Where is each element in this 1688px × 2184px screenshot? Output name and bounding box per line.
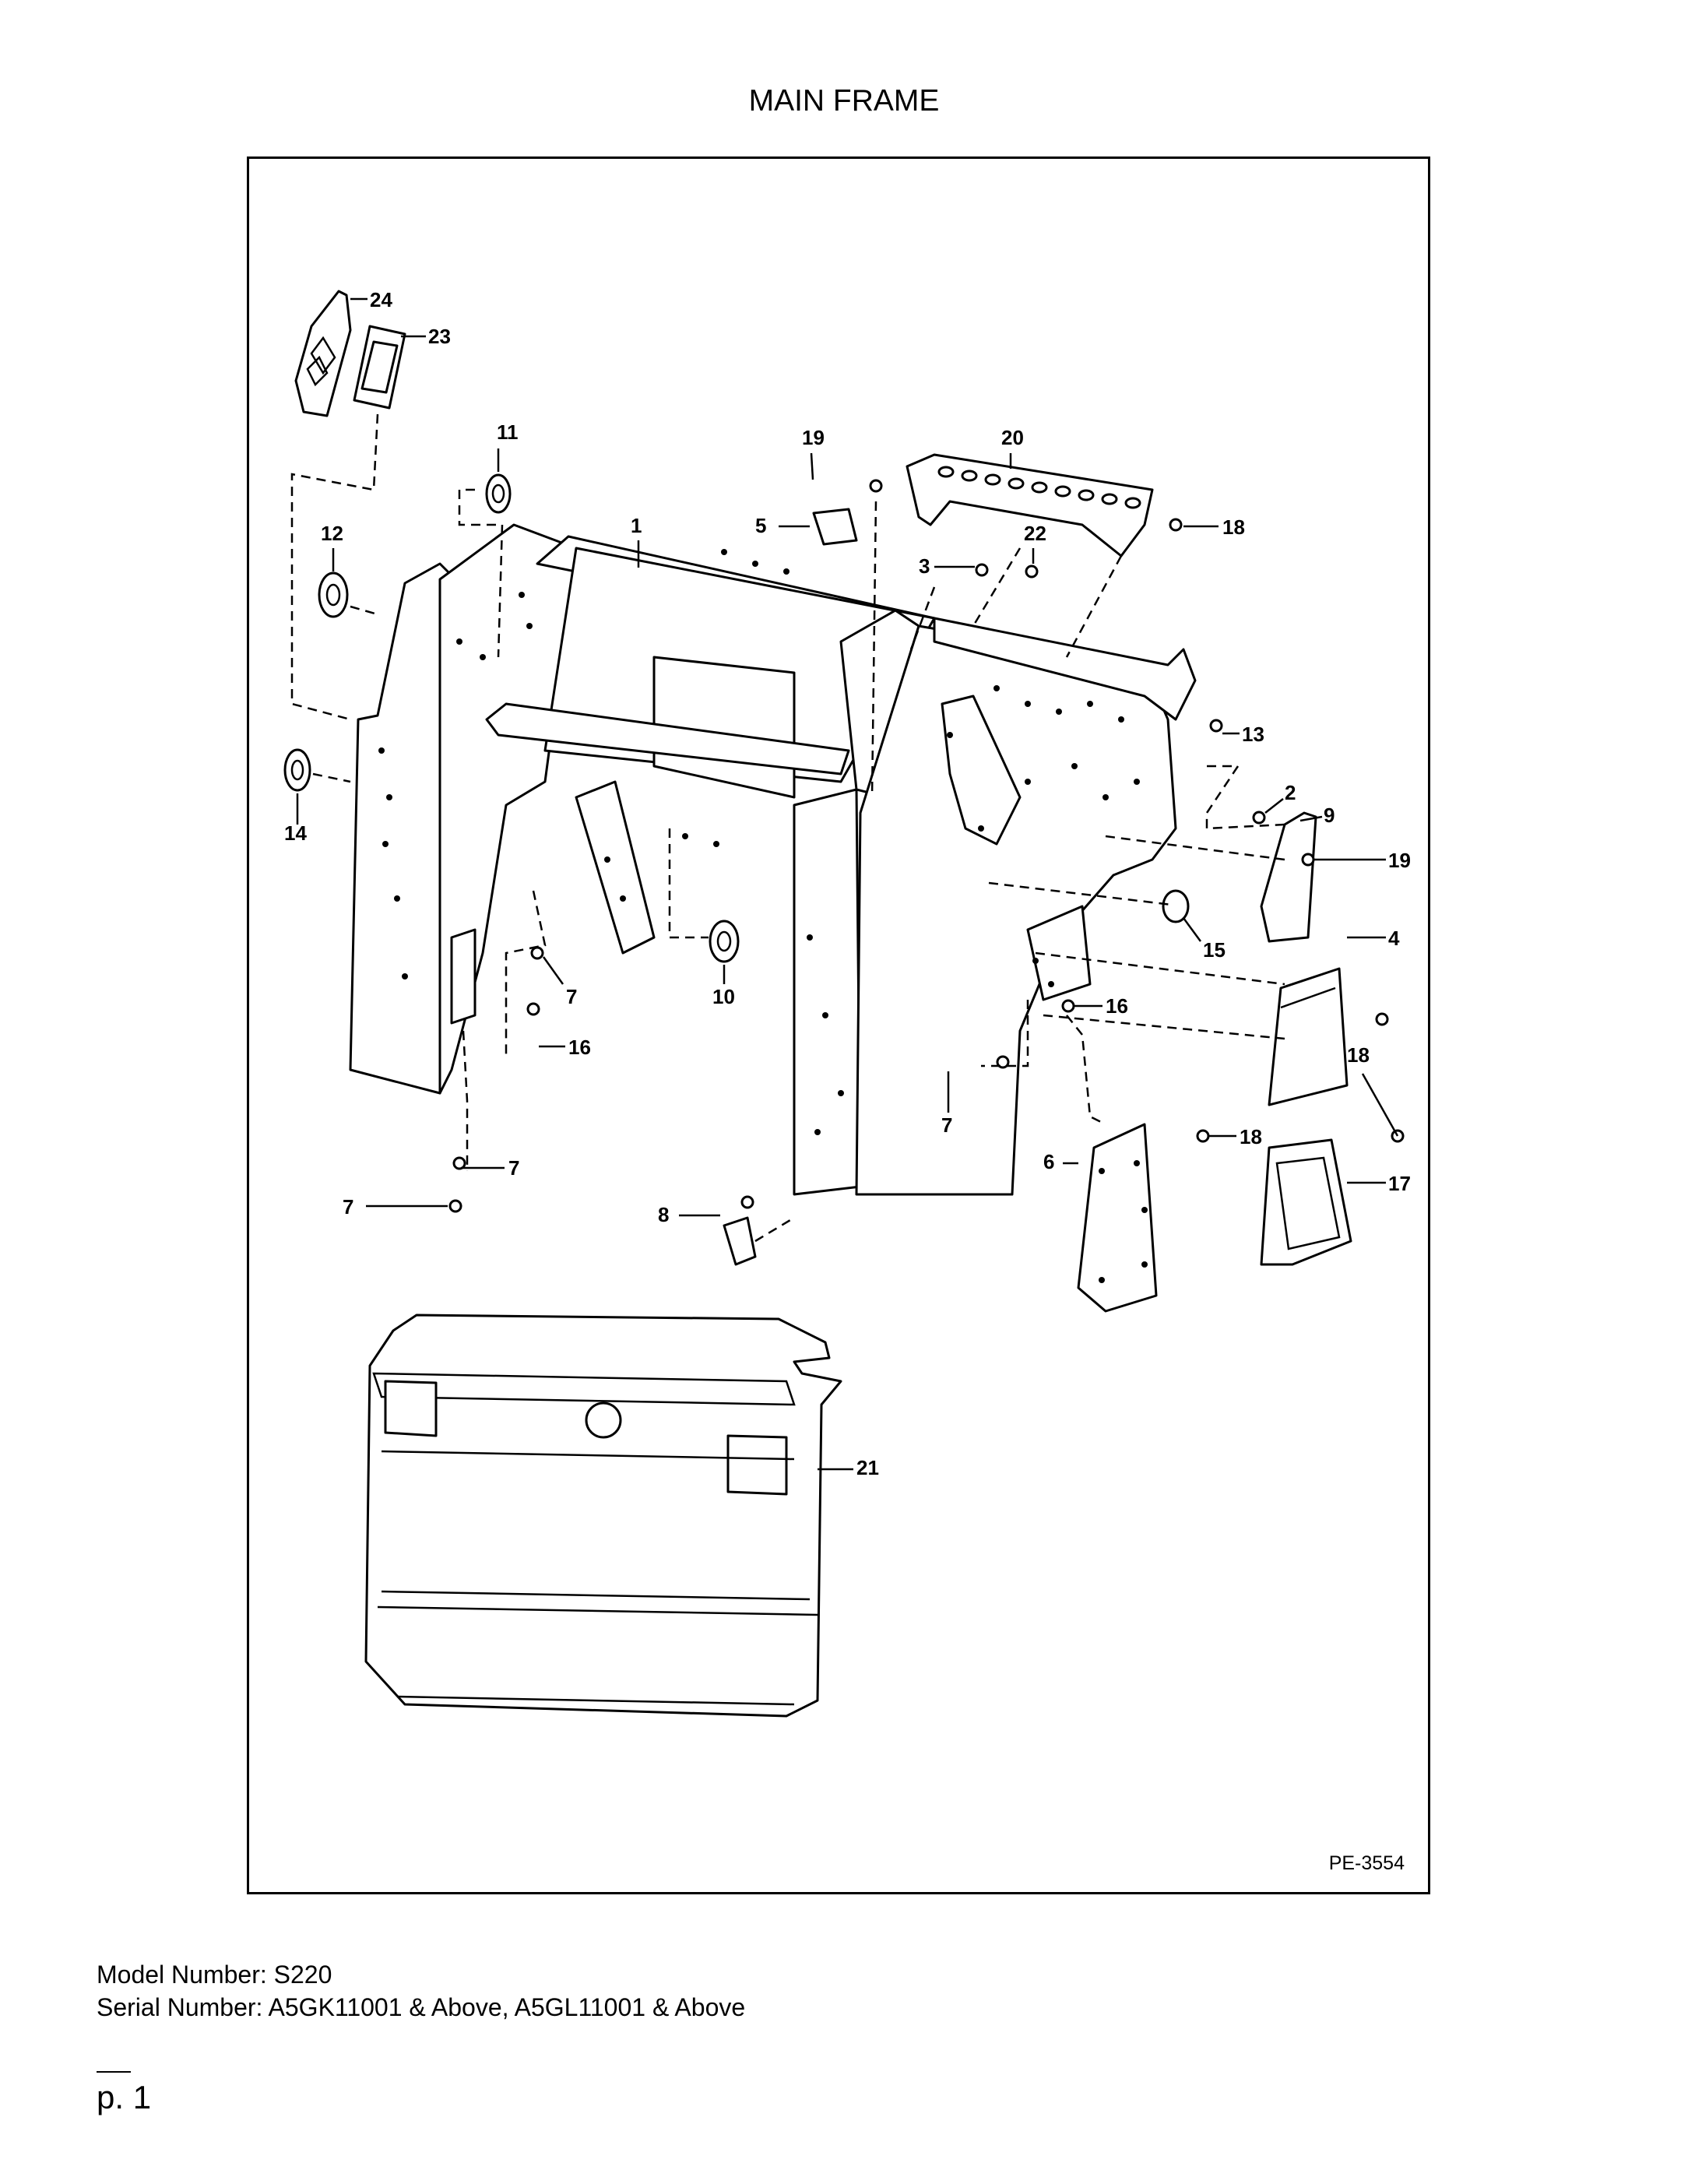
serial-number: Serial Number: A5GK11001 & Above, A5GL11… [97, 1993, 746, 2021]
callout-leader [810, 452, 814, 480]
part-12-bushing [318, 571, 349, 618]
drawing-code: PE-3554 [1328, 1852, 1405, 1874]
callout-label: 1 [631, 514, 642, 537]
part-6-cover [1077, 1123, 1158, 1313]
page-divider [97, 2071, 131, 2073]
callout-label: 13 [1242, 723, 1264, 746]
part-20-bracket [906, 453, 1154, 557]
callout-label: 5 [755, 514, 766, 537]
callout-label: 9 [1324, 804, 1335, 827]
callout-label: 20 [1001, 426, 1024, 449]
page-number: p. 1 [97, 2079, 152, 2115]
callout-label: 23 [428, 325, 451, 348]
part-8-clip [723, 1216, 757, 1266]
callout-label: 16 [568, 1036, 591, 1059]
part-4-cover [1268, 967, 1349, 1106]
model-number: Model Number: S220 [97, 1961, 332, 1989]
callout-label: 7 [566, 985, 577, 1008]
callout-label: 8 [658, 1203, 669, 1226]
callout-label: 15 [1203, 938, 1226, 962]
part-11-bushing [485, 473, 512, 514]
callout-label: 7 [508, 1156, 519, 1180]
callout-leader [1264, 798, 1284, 814]
callout-label: 7 [343, 1195, 353, 1219]
callout-label: 12 [321, 522, 343, 545]
fastener-markers [448, 479, 1405, 1213]
callout-label: 6 [1043, 1150, 1054, 1173]
callout-label: 18 [1222, 515, 1245, 539]
callout-label: 2 [1285, 781, 1296, 804]
callout-label: 24 [370, 288, 392, 311]
callout-label: 19 [1388, 849, 1411, 872]
part-14-bushing [283, 748, 311, 792]
part-1-main-frame [349, 523, 1197, 1196]
callout-leader [1182, 917, 1202, 942]
part-17-cover [1260, 1138, 1352, 1266]
part-10-bushing [709, 920, 740, 963]
part-23-gasket [353, 325, 406, 410]
callout-label: 11 [497, 420, 519, 444]
main-frame-exploded-diagram: 2423111920121518223132914194157101616187… [283, 288, 1411, 1718]
callout-label: 4 [1388, 927, 1400, 950]
callout-label: 22 [1024, 522, 1046, 545]
callout-label: 10 [712, 985, 735, 1008]
callout-leader [1361, 1073, 1399, 1137]
page-title: MAIN FRAME [748, 84, 940, 118]
callout-label: 19 [802, 426, 825, 449]
part-21-panel [364, 1314, 842, 1718]
callout-label: 7 [941, 1113, 952, 1137]
callout-label: 21 [856, 1456, 879, 1479]
callout-label: 18 [1240, 1125, 1262, 1148]
callout-label: 3 [919, 554, 930, 578]
callout-leader [542, 956, 564, 985]
callout-label: 16 [1106, 994, 1128, 1018]
callout-label: 14 [284, 821, 307, 845]
callout-leader [1299, 815, 1323, 822]
part-5-block [812, 508, 858, 546]
part-24-plate [294, 290, 352, 417]
explosion-lines [290, 413, 1285, 1243]
callout-label: 18 [1347, 1043, 1370, 1067]
part-15-bushing [1162, 889, 1190, 923]
callout-label: 17 [1388, 1172, 1411, 1195]
part-9-cover [1260, 811, 1317, 943]
